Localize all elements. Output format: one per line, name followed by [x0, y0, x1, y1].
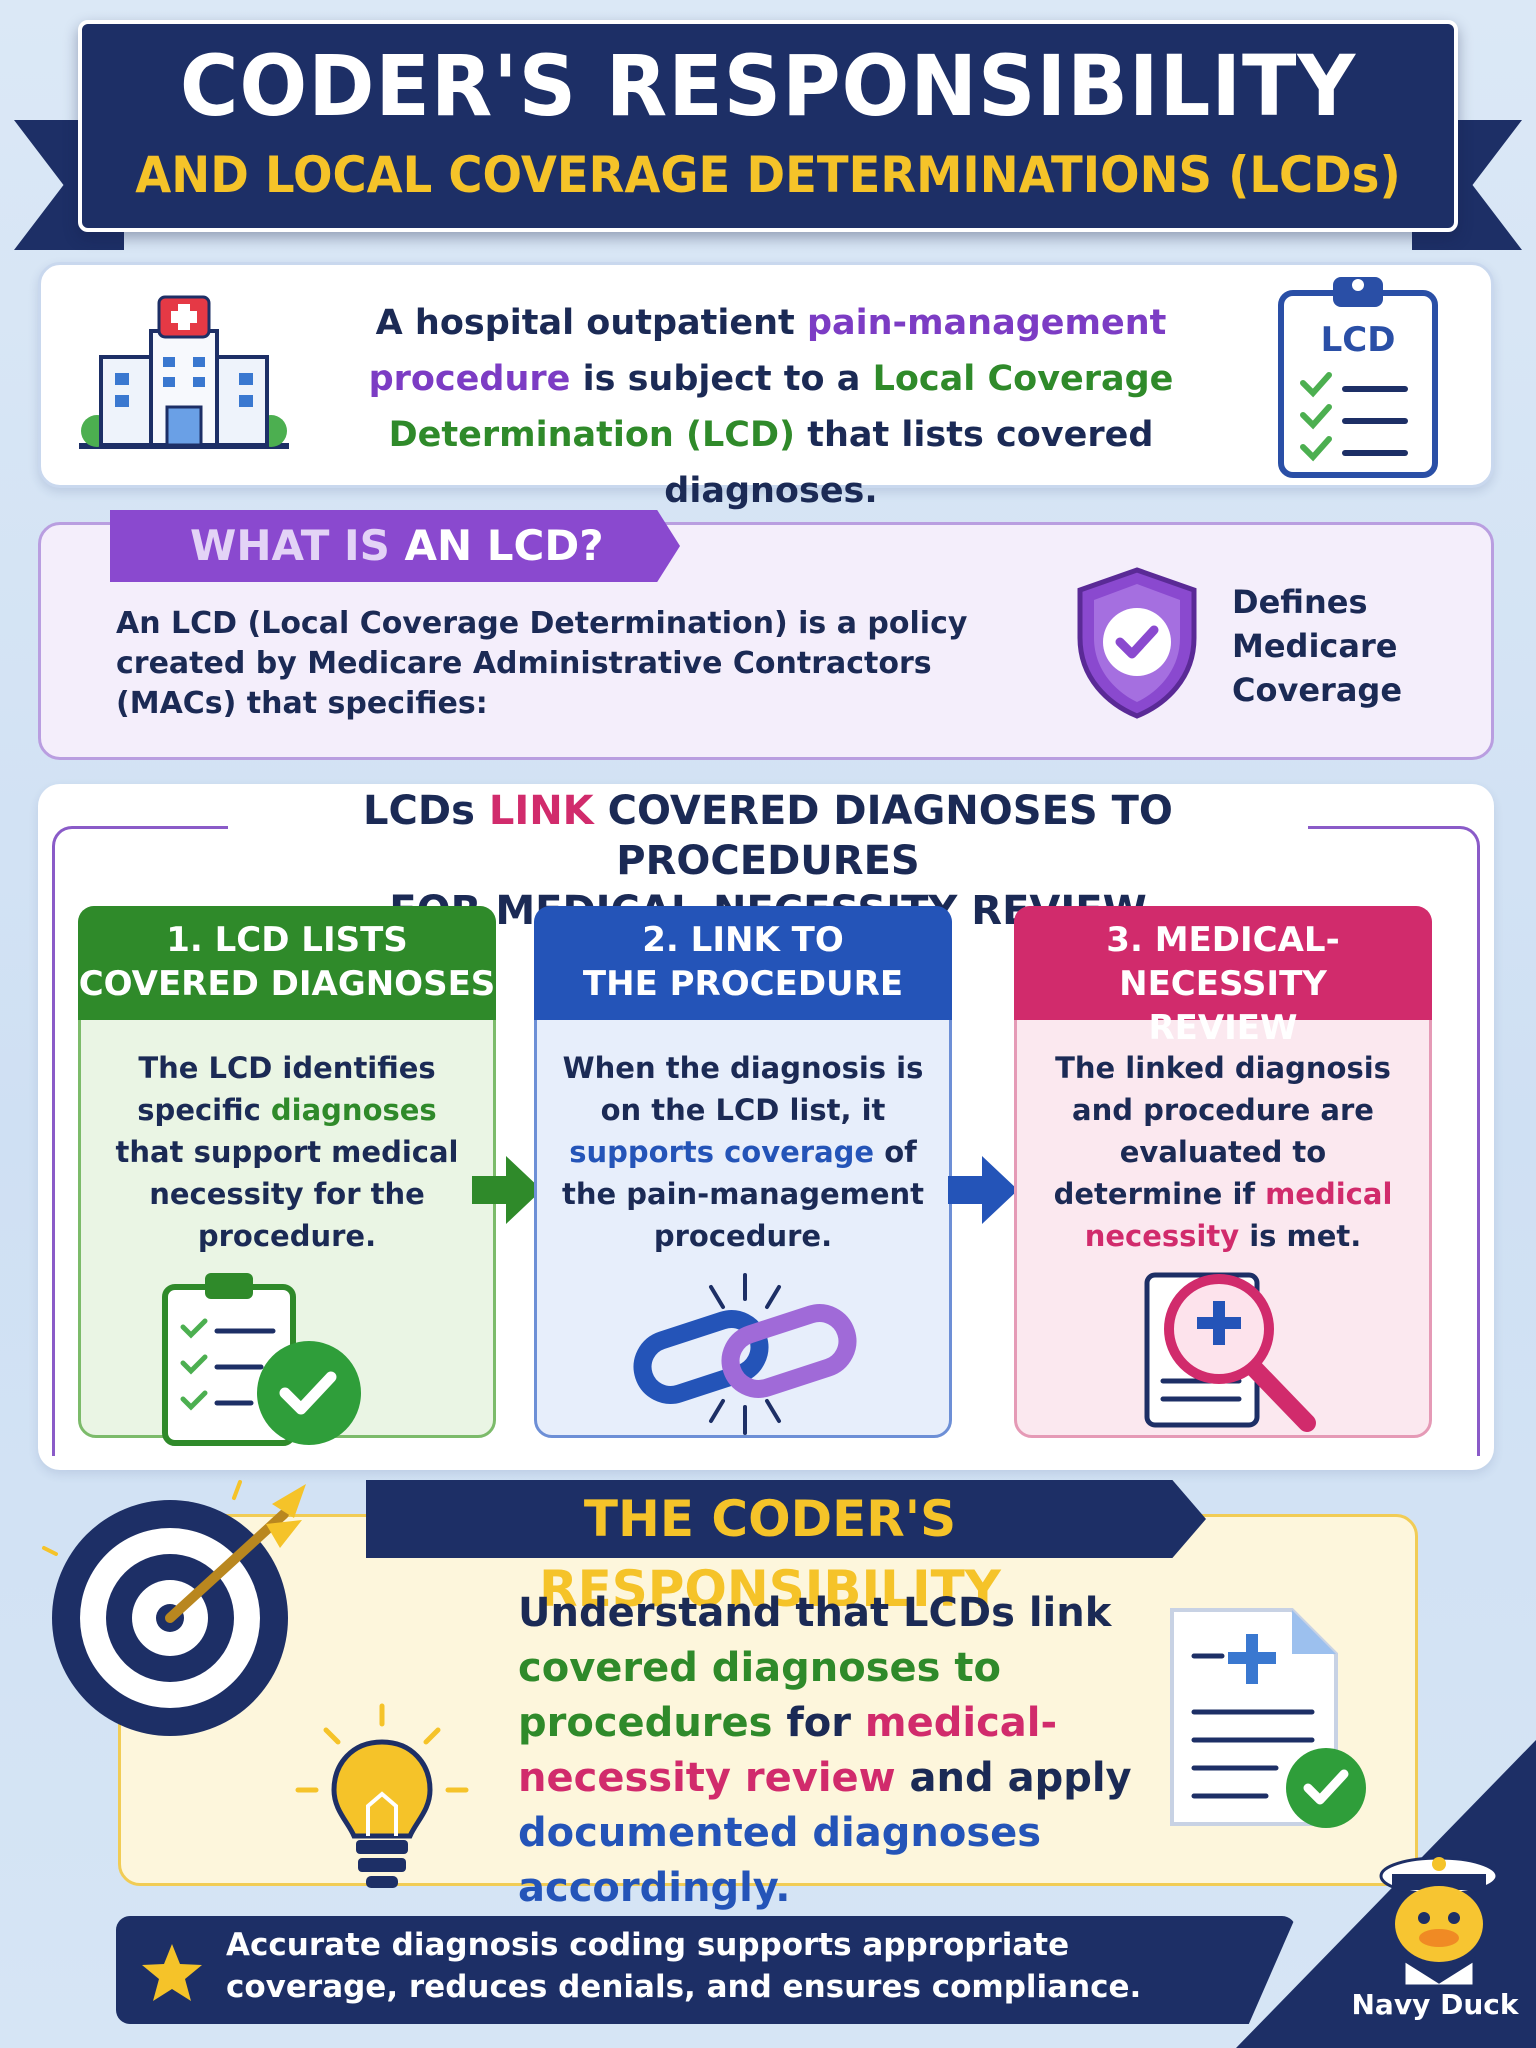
clipboard-check-icon — [162, 1273, 361, 1446]
title-banner: CODER'S RESPONSIBILITY AND LOCAL COVERAG… — [78, 20, 1458, 232]
page-title: CODER'S RESPONSIBILITY — [179, 37, 1357, 135]
document-check-icon — [1170, 1608, 1366, 1828]
target-dart-icon — [42, 1480, 306, 1736]
step-3-body: The linked diagnosis and procedure are e… — [1053, 1051, 1393, 1253]
step-1-card: 1. LCD LISTS COVERED DIAGNOSES The LCD i… — [78, 906, 496, 1446]
coder-responsibility-heading: THE CODER'S RESPONSIBILITY — [539, 1490, 1001, 1618]
step-1-title: 1. LCD LISTS COVERED DIAGNOSES — [78, 906, 496, 1020]
defines-medicare-coverage: Defines Medicare Coverage — [1232, 583, 1403, 709]
coder-responsibility-text: Understand that LCDs link covered diagno… — [518, 1590, 1132, 1911]
step-1-body: The LCD identifies specific diagnoses th… — [115, 1051, 459, 1253]
what-is-lcd-description: An LCD (Local Coverage Determination) is… — [116, 606, 968, 721]
clipboard-label: LCD — [1321, 320, 1396, 360]
what-is-lcd-tab — [110, 510, 680, 582]
clipboard-checklist-icon: LCD — [1278, 277, 1438, 478]
star-icon — [142, 1944, 202, 2001]
footer-text: Accurate diagnosis coding supports appro… — [226, 1927, 1142, 2005]
chain-link-icon — [633, 1273, 857, 1435]
what-is-lcd-heading: WHAT IS AN LCD? — [190, 521, 604, 570]
step-3-card: 3. MEDICAL-NECESSITY REVIEW The linked d… — [1014, 906, 1432, 1438]
intro-highlight-procedure: pain-management procedure — [368, 303, 1167, 399]
step-2-body: When the diagnosis is on the LCD list, i… — [561, 1051, 925, 1253]
step-2-card: 2. LINK TO THE PROCEDURE When the diagno… — [534, 906, 952, 1438]
navy-duck-mascot — [1379, 1856, 1499, 1988]
page-subtitle: AND LOCAL COVERAGE DETERMINATIONS (LCDs) — [135, 146, 1401, 204]
shield-check-icon — [1077, 567, 1197, 719]
footer-bar — [116, 1916, 1296, 2024]
brand-navy-duck: Navy Duck — [1351, 1988, 1519, 2021]
coder-responsibility-tab — [366, 1480, 1206, 1558]
magnifier-document-icon — [1144, 1272, 1316, 1432]
lightbulb-icon — [295, 1703, 469, 1888]
intro-highlight-lcd: Local Coverage Determination (LCD) — [388, 359, 1174, 455]
arrow-right-icon — [948, 1156, 1018, 1224]
step-3-title: 3. MEDICAL-NECESSITY REVIEW — [1014, 906, 1432, 1048]
intro-card: A hospital outpatient pain-management pr… — [38, 262, 1494, 511]
arrow-right-icon — [472, 1156, 542, 1224]
intro-text: A hospital outpatient pain-management pr… — [368, 303, 1174, 511]
step-2-title: 2. LINK TO THE PROCEDURE — [534, 906, 952, 1020]
hospital-icon — [79, 295, 289, 449]
